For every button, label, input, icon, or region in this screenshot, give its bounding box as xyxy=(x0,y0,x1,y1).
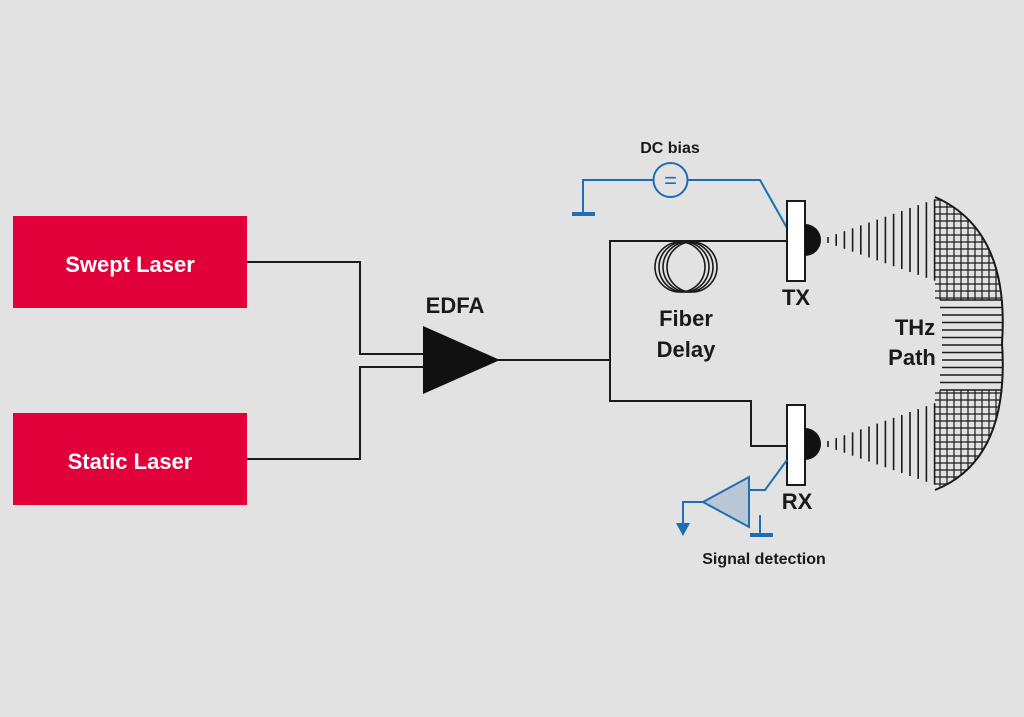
dc-bias: DC bias = xyxy=(572,140,788,229)
edfa-label: EDFA xyxy=(426,293,485,318)
fiber-coil-icon xyxy=(654,241,718,293)
fiber-delay: Fiber Delay xyxy=(654,241,718,362)
mirror-curve xyxy=(934,196,1004,491)
output-arrow-icon xyxy=(676,523,690,536)
tx-fiber xyxy=(609,240,787,360)
static-fiber xyxy=(247,366,423,460)
amp-output-wire xyxy=(682,501,703,524)
dc-bias-wire-right xyxy=(688,179,788,229)
static-laser: Static Laser xyxy=(13,413,247,505)
parabolic-mirror xyxy=(934,196,1004,491)
mirror-grid xyxy=(935,197,1003,490)
tx-label: TX xyxy=(782,285,810,310)
thz-path-label-line2: Path xyxy=(888,345,936,370)
signal-detection-label: Signal detection xyxy=(702,551,826,568)
swept-laser-label: Swept Laser xyxy=(65,252,195,277)
static-laser-box xyxy=(13,413,247,505)
tx-lens-icon xyxy=(805,224,821,256)
detector-amplifier-icon xyxy=(700,475,750,529)
tx-substrate xyxy=(786,200,806,282)
thz-path-label-line1: THz xyxy=(895,315,935,340)
edfa-amplifier-icon xyxy=(423,326,500,394)
thz-path: THz Path xyxy=(880,310,942,372)
swept-laser-box xyxy=(13,216,247,308)
rx-beam xyxy=(827,403,936,485)
dc-bias-label: DC bias xyxy=(640,140,700,157)
rx-lens-icon xyxy=(805,428,821,460)
tx-beam xyxy=(827,199,936,281)
swept-laser: Swept Laser xyxy=(13,216,247,308)
thz-path-lines xyxy=(940,299,1002,391)
tx-antenna: TX xyxy=(782,200,821,310)
rx-to-amp-wire xyxy=(749,459,788,491)
optical-fibers xyxy=(247,240,787,460)
swept-fiber xyxy=(247,261,423,355)
edfa: EDFA xyxy=(423,293,500,394)
rx-antenna: RX xyxy=(782,404,821,514)
rx-label: RX xyxy=(782,489,813,514)
rx-fiber xyxy=(609,360,787,447)
thz-label-mask xyxy=(880,310,942,372)
fiber-delay-label-line2: Delay xyxy=(657,337,716,362)
signal-detection: Signal detection xyxy=(676,459,826,568)
detector-ground-icon xyxy=(750,533,773,537)
dc-source-symbol: = xyxy=(664,168,677,193)
fiber-delay-label-line1: Fiber xyxy=(659,306,713,331)
rx-substrate xyxy=(786,404,806,486)
dc-source-icon xyxy=(652,162,689,198)
dc-bias-wire-left xyxy=(582,179,653,213)
dc-ground-icon xyxy=(572,212,595,216)
static-laser-label: Static Laser xyxy=(68,449,193,474)
